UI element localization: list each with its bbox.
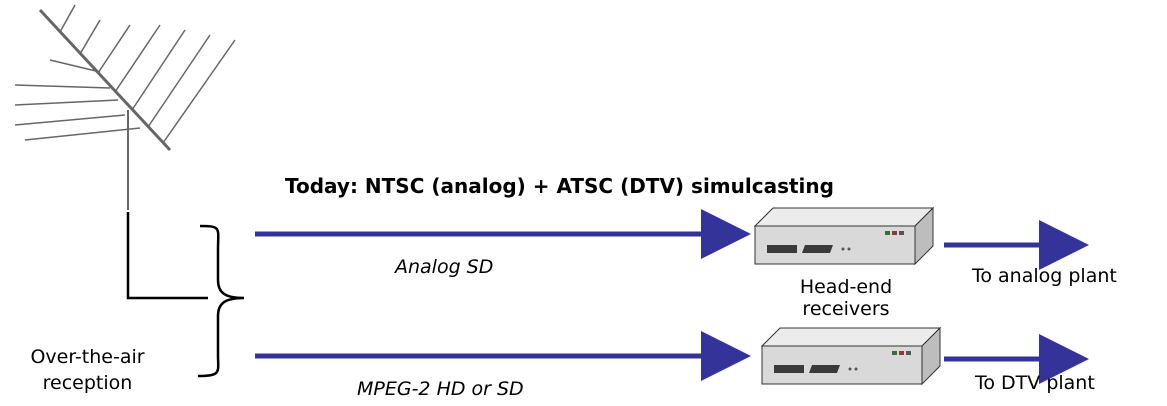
analog-signal-label: Analog SD	[395, 256, 494, 278]
set-top-receiver-icon	[754, 207, 934, 265]
to-dtv-plant-label: To DTV plant	[975, 372, 1095, 394]
to-analog-plant-label: To analog plant	[972, 265, 1117, 287]
diagram-title: Today: NTSC (analog) + ATSC (DTV) simulc…	[285, 174, 834, 198]
over-the-air-label: Over-the-air reception	[30, 346, 145, 394]
digital-signal-label: MPEG-2 HD or SD	[357, 378, 524, 400]
tv-antenna-icon	[14, 4, 236, 210]
head-end-receivers-label: Head-end receivers	[799, 276, 893, 320]
antenna-feed-line	[126, 212, 208, 300]
set-top-receiver-icon	[761, 327, 941, 385]
curly-brace	[197, 224, 245, 378]
